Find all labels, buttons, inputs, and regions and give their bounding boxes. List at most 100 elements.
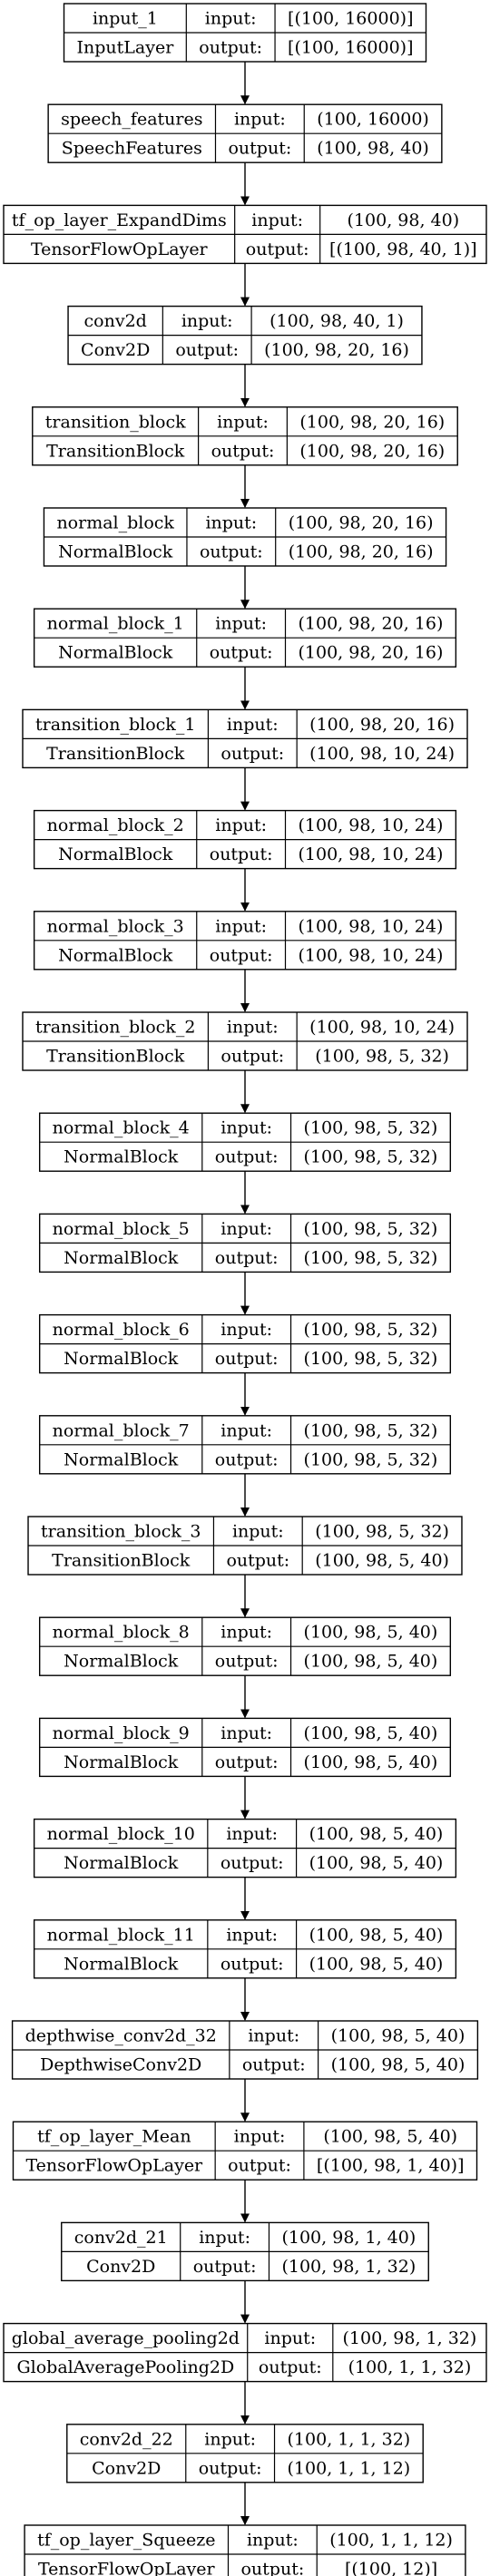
layer-name-label: transition_block [45,412,186,432]
layer-type-label: TensorFlowOpLayer [38,2560,216,2576]
layer-type-label: TensorFlowOpLayer [31,239,209,259]
layer-name-label: normal_block_3 [47,916,184,936]
input-port-label: input: [226,1925,278,1945]
output-shape-label: (100, 98, 5, 40) [309,1954,444,1974]
input-shape-label: (100, 98, 1, 32) [343,2328,477,2348]
output-port-label: output: [215,1652,279,1672]
input-port-label: input: [199,2228,250,2248]
layer-type-label: TensorFlowOpLayer [25,2156,203,2176]
input-shape-label: (100, 98, 20, 16) [299,614,444,634]
layer-node: transition_block_1TransitionBlockinput:o… [22,708,468,769]
input-shape-label: (100, 1, 1, 32) [288,2429,411,2449]
layer-node: transition_block_3TransitionBlockinput:o… [27,1516,463,1576]
layer-name-label: normal_block_10 [47,1824,195,1844]
layer-node: normal_block_1NormalBlockinput:output:(1… [33,608,457,668]
input-port-label: input: [264,2328,316,2348]
output-port-label: output: [175,340,239,360]
layer-node: transition_blockTransitionBlockinput:out… [32,406,458,466]
input-port-label: input: [247,2531,299,2551]
output-port-label: output: [211,441,275,461]
input-port-label: input: [220,1118,272,1138]
layer-node: depthwise_conv2d_32DepthwiseConv2Dinput:… [11,2020,479,2080]
input-shape-label: (100, 98, 1, 40) [281,2228,416,2248]
layer-node: normal_blockNormalBlockinput:output:(100… [43,507,447,567]
layer-name-label: conv2d_22 [80,2429,173,2449]
output-shape-label: (100, 98, 20, 16) [299,441,445,461]
layer-node: normal_block_6NormalBlockinput:output:(1… [38,1313,452,1374]
layer-name-label: normal_block [56,513,174,533]
layer-type-label: TransitionBlock [46,441,185,461]
layer-type-label: TransitionBlock [46,744,185,764]
layer-type-label: GlobalAveragePooling2D [16,2357,234,2377]
output-port-label: output: [220,1954,284,1974]
layer-name-label: global_average_pooling2d [12,2328,240,2348]
output-port-label: output: [228,2156,291,2176]
input-shape-label: [(100, 16000)] [288,9,413,29]
layer-name-label: conv2d [84,311,147,331]
output-port-label: output: [210,844,273,864]
layer-type-label: NormalBlock [64,1449,179,1469]
output-shape-label: [(100, 98, 1, 40)] [317,2156,465,2176]
input-shape-label: (100, 98, 20, 16) [309,715,455,735]
input-shape-label: (100, 16000) [317,110,429,130]
layer-name-label: normal_block_1 [47,614,184,634]
output-port-label: output: [246,239,309,259]
layer-node: global_average_pooling2dGlobalAveragePoo… [3,2322,487,2383]
output-port-label: output: [199,38,262,58]
input-shape-label: (100, 98, 5, 40) [304,1623,438,1643]
input-shape-label: (100, 1, 1, 12) [329,2531,453,2551]
layer-type-label: NormalBlock [58,542,173,562]
input-port-label: input: [234,2127,286,2147]
layer-node: normal_block_5NormalBlockinput:output:(1… [38,1213,452,1273]
output-shape-label: (100, 98, 5, 32) [304,1248,438,1268]
input-port-label: input: [215,614,267,634]
input-shape-label: (100, 98, 5, 40) [323,2127,457,2147]
output-port-label: output: [193,2257,257,2277]
output-shape-label: (100, 98, 10, 24) [299,945,444,965]
input-shape-label: (100, 98, 5, 32) [304,1118,438,1138]
layer-name-label: normal_block_9 [53,1723,190,1743]
output-port-label: output: [228,139,291,159]
layer-type-label: SpeechFeatures [62,139,202,159]
layer-type-label: NormalBlock [64,1652,179,1672]
input-port-label: input: [220,1723,272,1743]
output-port-label: output: [259,2357,322,2377]
output-shape-label: (100, 98, 5, 32) [304,1147,438,1167]
layer-node: normal_block_2NormalBlockinput:output:(1… [33,809,457,870]
output-port-label: output: [200,542,263,562]
layer-name-label: normal_block_5 [53,1219,190,1239]
input-shape-label: (100, 98, 5, 32) [304,1320,438,1340]
layer-type-label: Conv2D [86,2257,155,2277]
layer-type-label: NormalBlock [64,1752,179,1772]
output-shape-label: (100, 98, 20, 16) [289,542,434,562]
layer-name-label: normal_block_6 [53,1320,190,1340]
layer-node: normal_block_10NormalBlockinput:output:(… [33,1818,457,1878]
output-shape-label: [(100, 12)] [345,2560,437,2576]
output-shape-label: (100, 98, 5, 40) [304,1752,438,1772]
layer-type-label: NormalBlock [58,643,173,663]
input-port-label: input: [205,9,257,29]
layer-name-label: speech_features [61,110,202,130]
layer-name-label: conv2d_21 [74,2228,168,2248]
layer-node: tf_op_layer_ExpandDimsTensorFlowOpLayeri… [3,204,487,265]
layer-type-label: NormalBlock [58,844,173,864]
input-port-label: input: [226,1824,278,1844]
input-port-label: input: [251,210,303,230]
input-shape-label: (100, 98, 5, 32) [304,1420,438,1440]
output-port-label: output: [215,1449,279,1469]
layer-node: transition_block_2TransitionBlockinput:o… [22,1011,468,1071]
input-shape-label: (100, 98, 20, 16) [299,412,445,432]
output-port-label: output: [242,2055,306,2075]
input-port-label: input: [248,2026,299,2046]
output-shape-label: (100, 98, 20, 16) [299,643,444,663]
output-port-label: output: [240,2560,304,2576]
input-port-label: input: [234,110,286,130]
layer-name-label: normal_block_7 [53,1420,190,1440]
input-port-label: input: [220,1320,272,1340]
input-shape-label: (100, 98, 5, 40) [309,1824,444,1844]
input-port-label: input: [227,715,279,735]
